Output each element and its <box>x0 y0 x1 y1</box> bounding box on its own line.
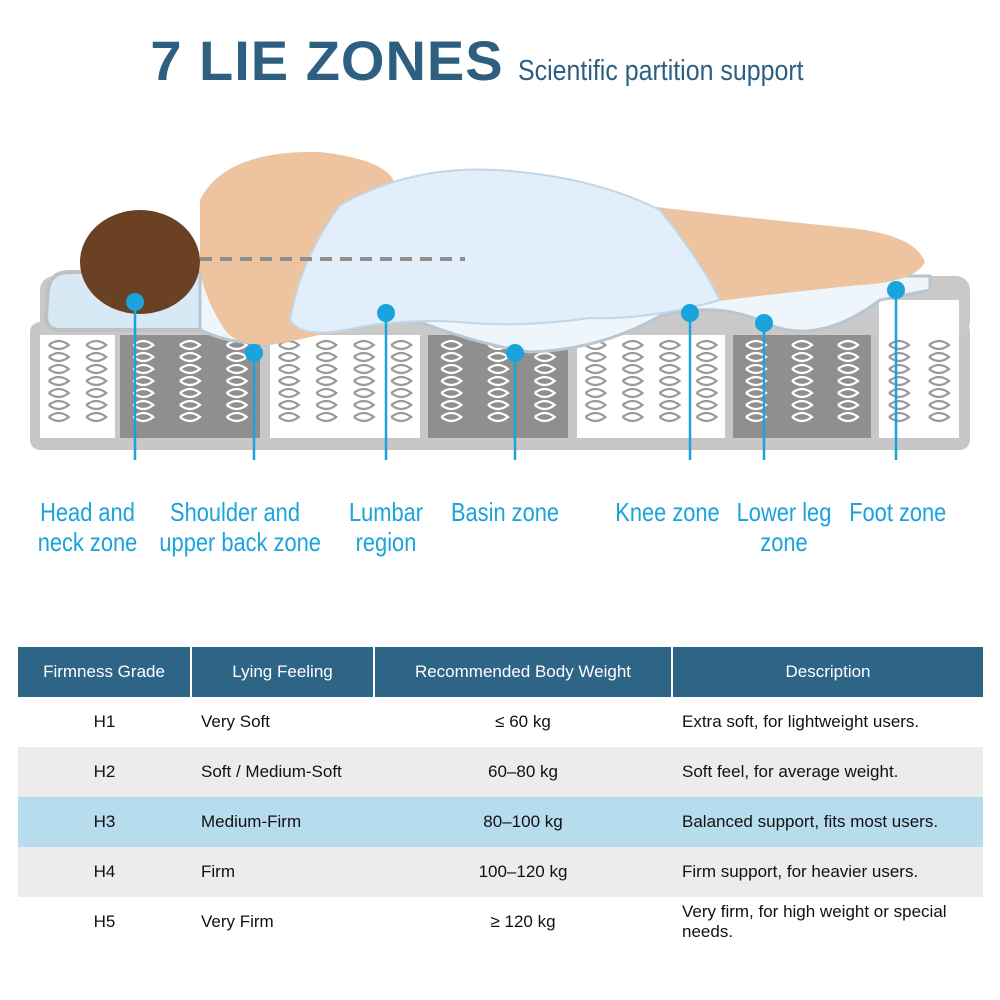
nightgown <box>288 168 722 334</box>
description-cell: Extra soft, for lightweight users. <box>672 697 983 747</box>
coil-icon <box>584 339 608 423</box>
firmness-table: Firmness Grade Lying Feeling Recommended… <box>18 647 983 947</box>
grade-cell: H3 <box>18 797 191 847</box>
weight-cell: 60–80 kg <box>374 747 672 797</box>
page-title: 7 LIE ZONES <box>150 29 504 92</box>
weight-cell: ≥ 120 kg <box>374 897 672 947</box>
grade-cell: H5 <box>18 897 191 947</box>
coil-icon <box>791 339 814 423</box>
zone-label-knee: Knee zone <box>615 497 720 527</box>
coil-icon <box>179 339 202 423</box>
coil-icon <box>390 339 414 423</box>
table-row: H2 Soft / Medium-Soft 60–80 kg Soft feel… <box>18 747 983 797</box>
coil-icon <box>440 339 464 423</box>
coil-icon <box>837 339 860 423</box>
zone-label-foot: Foot zone <box>849 497 947 527</box>
column-header: Recommended Body Weight <box>374 647 673 697</box>
table-row: H3 Medium-Firm 80–100 kg Balanced suppor… <box>18 797 983 847</box>
zone-dots <box>126 281 905 362</box>
coil-icon <box>745 339 768 423</box>
column-header: Lying Feeling <box>191 647 375 697</box>
column-header: Description <box>672 647 983 697</box>
coil-icon <box>695 339 719 423</box>
feeling-cell: Very Firm <box>191 897 374 947</box>
description-cell: Soft feel, for average weight. <box>672 747 983 797</box>
description-cell: Firm support, for heavier users. <box>672 847 983 897</box>
coil-icon <box>315 339 339 423</box>
feeling-cell: Firm <box>191 847 374 897</box>
description-cell: Very firm, for high weight or special ne… <box>672 897 983 947</box>
coil-icon <box>658 339 682 423</box>
table-row: H5 Very Firm ≥ 120 kg Very firm, for hig… <box>18 897 983 947</box>
grade-cell: H2 <box>18 747 191 797</box>
table-row: H1 Very Soft ≤ 60 kg Extra soft, for lig… <box>18 697 983 747</box>
page-subtitle: Scientific partition support <box>517 55 804 87</box>
coil-icon <box>621 339 645 423</box>
coil-icon <box>888 339 911 423</box>
table-row: H4 Firm 100–120 kg Firm support, for hea… <box>18 847 983 897</box>
zone-label-basin: Basin zone <box>450 497 560 527</box>
sleeper-head <box>80 210 200 314</box>
coil-icon <box>132 339 156 423</box>
coil-icon <box>278 339 301 423</box>
feeling-cell: Medium-Firm <box>191 797 374 847</box>
feeling-cell: Soft / Medium-Soft <box>191 747 374 797</box>
coil-icon <box>928 339 951 423</box>
zone-callouts <box>133 290 898 460</box>
description-cell: Balanced support, fits most users. <box>672 797 983 847</box>
grade-cell: H1 <box>18 697 191 747</box>
weight-cell: 100–120 kg <box>374 847 672 897</box>
table-header-row: Firmness Grade Lying Feeling Recommended… <box>18 647 983 697</box>
column-header: Firmness Grade <box>18 647 192 697</box>
title-row: 7 LIE ZONES Scientific partition support <box>0 28 1000 93</box>
coil-icon <box>85 339 109 423</box>
weight-cell: ≤ 60 kg <box>374 697 672 747</box>
mattress-illustration <box>30 151 970 460</box>
feeling-cell: Very Soft <box>191 697 374 747</box>
weight-cell: 80–100 kg <box>374 797 672 847</box>
coil-icon <box>48 339 71 423</box>
coil-icon <box>353 339 376 423</box>
grade-cell: H4 <box>18 847 191 897</box>
